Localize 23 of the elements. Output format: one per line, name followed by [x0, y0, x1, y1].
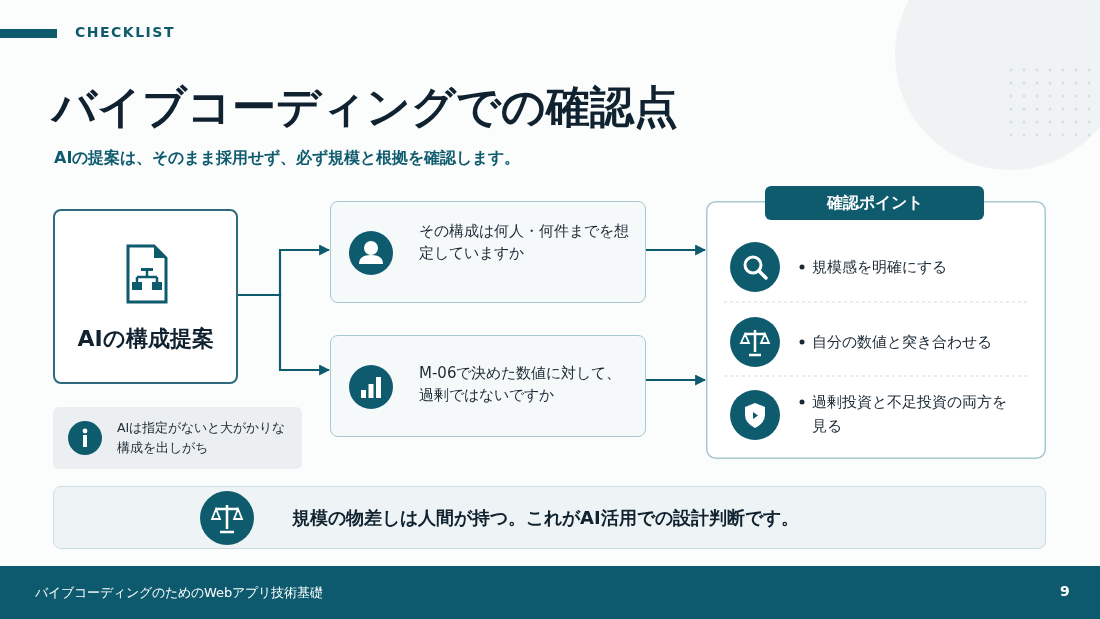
arrow [646, 244, 707, 256]
panel-heading: 確認ポイント [765, 186, 984, 220]
question-text: その構成は何人・何件までを想定していますか [419, 221, 630, 264]
checkpoint-panel [706, 186, 1046, 459]
subtitle: AIの提案は、そのまま採用せず、必ず規模と根拠を確認します。 [54, 148, 521, 169]
checkpoint-text: 規模感を明確にする [812, 257, 948, 278]
source-box [53, 209, 238, 384]
note-box [53, 407, 302, 469]
page-number: 9 [1060, 583, 1070, 599]
box-title: AIの構成提案 [76, 325, 215, 353]
note-text: AIは指定がないと大がかりな構成を出しがち [117, 419, 287, 457]
question-card [330, 201, 646, 303]
checkpoint-text: 過剰投資と不足投資の両方を見る [812, 392, 1008, 437]
checkpoint-text: 自分の数値と突き合わせる [812, 332, 993, 353]
question-card [330, 335, 646, 437]
section-label: CHECKLIST [75, 24, 175, 40]
question-text: M-06で決めた数値に対して、過剰ではないですか [419, 363, 623, 406]
footer-text: バイブコーディングのためのWebアプリ技術基礎 [35, 584, 324, 602]
takeaway-text: 規模の物差しは人間が持つ。これがAI活用での設計判断です。 [292, 506, 799, 530]
arrow [646, 374, 707, 386]
takeaway-banner [53, 486, 1046, 549]
slide-title: バイブコーディングでの確認点 [52, 80, 678, 134]
arrow [238, 293, 331, 376]
